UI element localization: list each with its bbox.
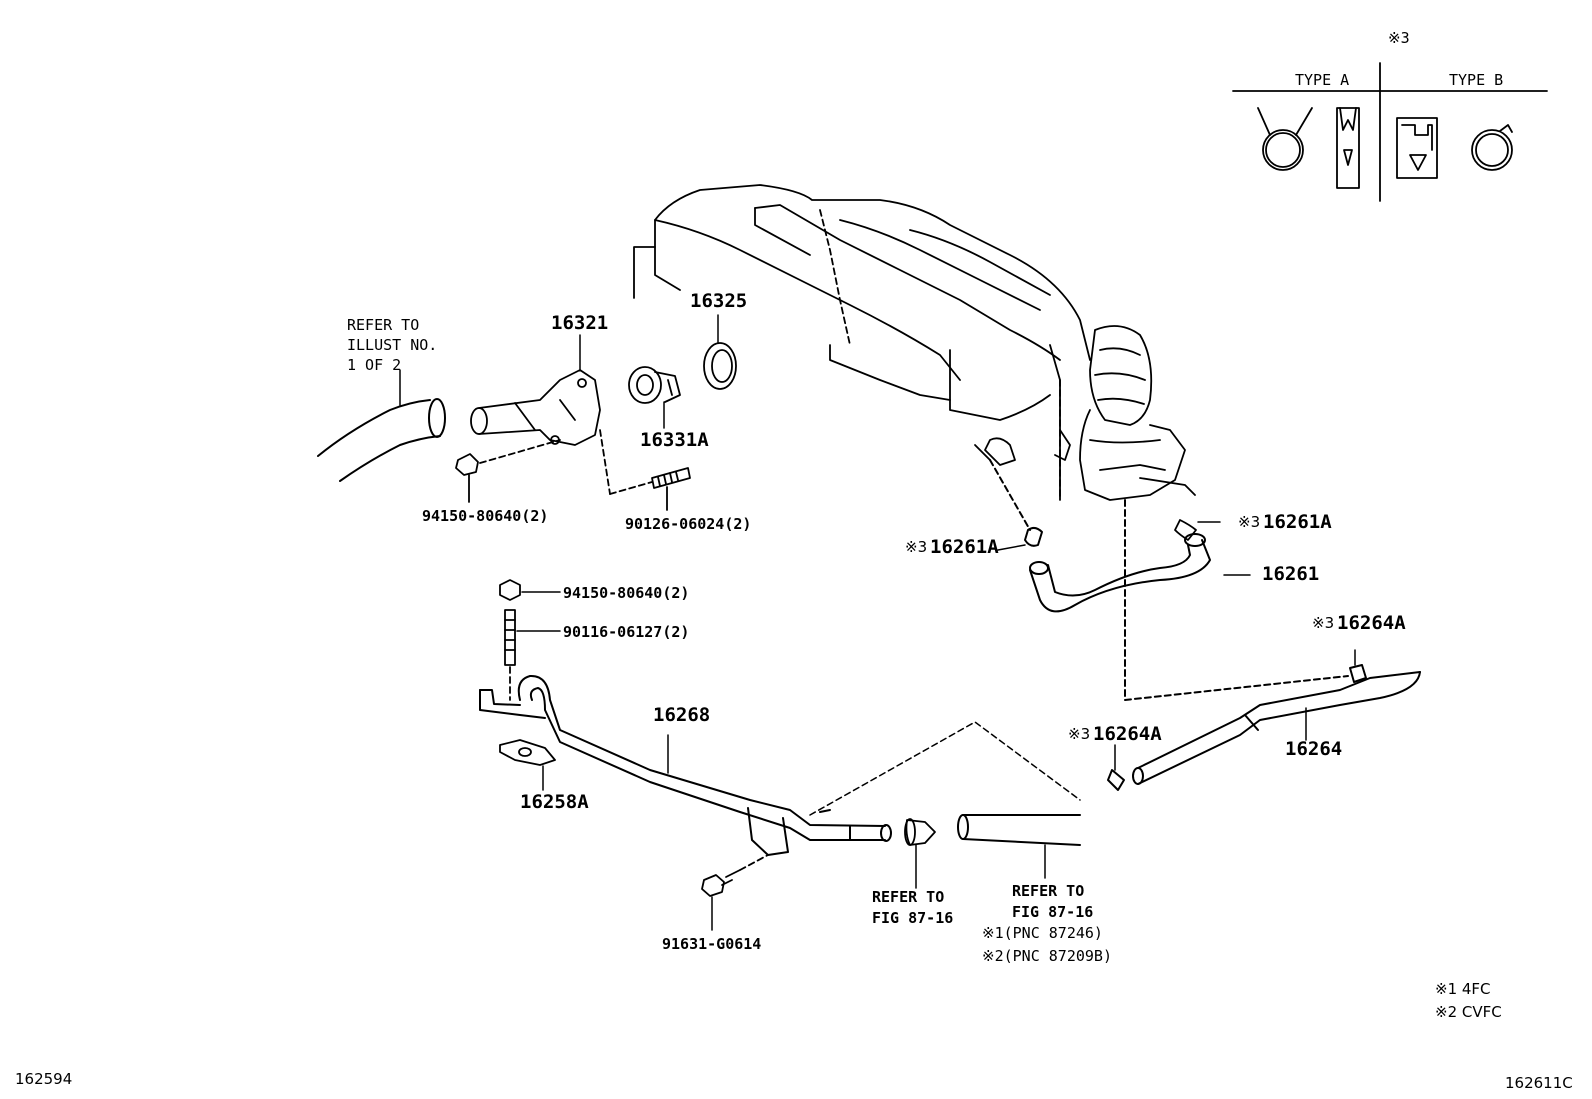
part-94150-lower-label: 94150-80640(2): [563, 584, 690, 602]
hose-16264: [1107, 649, 1421, 791]
nut-94150-upper: [455, 439, 561, 503]
leader-lines-upper: [399, 314, 719, 429]
part-16325-label: 16325: [690, 290, 748, 312]
legend-marker: ※3: [1388, 29, 1410, 47]
pnc-note-2: ※2(PNC 87209B): [982, 947, 1112, 965]
stud-90116: [504, 609, 561, 701]
part-16261-label: 16261: [1262, 563, 1320, 585]
part-16331A-label: 16331A: [640, 429, 709, 451]
part-16321-label: 16321: [551, 312, 609, 334]
gasket-16258A: [499, 739, 556, 791]
part-94150-upper-label: 94150-80640(2): [422, 507, 549, 525]
part-91631-label: 91631-G0614: [662, 935, 762, 953]
part-90126-label: 90126-06024(2): [625, 515, 752, 533]
part-16264A-top-label: 16264A: [1337, 612, 1406, 634]
part-90116-label: 90116-06127(2): [563, 623, 690, 641]
legend-type-b: TYPE B: [1449, 71, 1504, 89]
part-16261A-left-label: 16261A: [930, 536, 999, 558]
hose-16261: [989, 459, 1251, 701]
part-16261A-left-mark: ※3: [905, 538, 928, 556]
hose-fig87-16: [957, 814, 1081, 879]
part-16264A-mid-label: 16264A: [1093, 723, 1162, 745]
part-16261A-right-mark: ※3: [1238, 513, 1261, 531]
pnc-note-1: ※1(PNC 87246): [982, 924, 1103, 942]
part-16258A-label: 16258A: [520, 791, 589, 813]
part-16264A-top-mark: ※3: [1312, 614, 1335, 632]
footnote-1: ※1 4FC: [1435, 980, 1491, 998]
stud-90126: [599, 429, 691, 511]
footnote-2: ※2 CVFC: [1435, 1003, 1502, 1021]
refer-fig-b-line1: REFER TO: [1012, 882, 1085, 900]
figure-code-left: 162594: [15, 1070, 73, 1088]
refer-illust-line2: ILLUST NO.: [347, 336, 438, 354]
thermostat-16331A: [628, 366, 681, 404]
nut-94150-lower: [499, 579, 561, 601]
refer-fig-a-line1: REFER TO: [872, 888, 945, 906]
gasket-16325: [703, 342, 737, 390]
inlet-hose-left: [317, 398, 446, 482]
part-16268-label: 16268: [653, 704, 711, 726]
refer-fig-b-line2: FIG 87-16: [1012, 903, 1094, 921]
refer-illust-line3: 1 OF 2: [347, 356, 402, 374]
figure-code-right: 162611C: [1505, 1074, 1573, 1092]
engine-block: [633, 184, 1091, 501]
refer-fig-a-line2: FIG 87-16: [872, 909, 954, 927]
throttle-body: [1054, 325, 1197, 541]
part-16261A-right-label: 16261A: [1263, 511, 1332, 533]
part-16264-label: 16264: [1285, 738, 1343, 760]
pipe-16268: [479, 674, 1081, 856]
legend-icons: [1232, 62, 1548, 202]
refer-illust-line1: REFER TO: [347, 316, 420, 334]
clamp-fig87-16: [904, 818, 936, 889]
legend-type-a: TYPE A: [1295, 71, 1350, 89]
water-inlet-16321: [470, 369, 601, 446]
bolt-91631: [701, 854, 769, 931]
part-16264A-mid-mark: ※3: [1068, 725, 1091, 743]
